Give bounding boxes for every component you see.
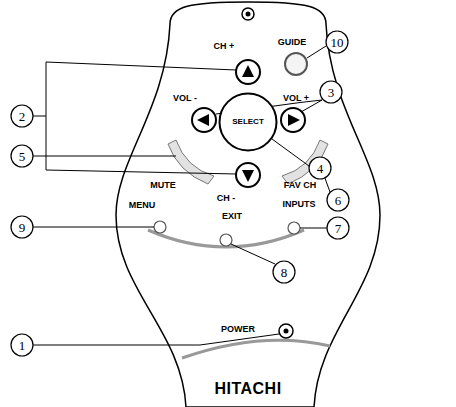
ir-window bbox=[242, 8, 254, 20]
exit-button bbox=[220, 234, 232, 246]
button-label: GUIDE bbox=[278, 38, 307, 47]
power-dot bbox=[284, 329, 289, 334]
guide-button bbox=[285, 53, 307, 75]
swoosh bbox=[148, 230, 304, 247]
button-label: SELECT bbox=[232, 118, 264, 126]
button-label: INPUTS bbox=[282, 200, 315, 209]
button-label: EXIT bbox=[222, 212, 242, 221]
ch-down-button bbox=[236, 163, 260, 187]
leader-line bbox=[33, 116, 46, 117]
button-label: MENU bbox=[129, 201, 156, 210]
button-label: VOL + bbox=[283, 94, 309, 103]
button-label: VOL - bbox=[173, 94, 197, 103]
callout-number: 2 bbox=[19, 110, 26, 123]
callout-number: 8 bbox=[281, 266, 288, 279]
button-label: FAV CH bbox=[284, 181, 316, 190]
swoosh bbox=[182, 340, 330, 358]
inputs-button bbox=[288, 222, 300, 234]
callout-number: 5 bbox=[19, 150, 26, 163]
power-button bbox=[279, 324, 293, 338]
callout-number: 10 bbox=[331, 36, 344, 49]
menu-button bbox=[154, 221, 166, 233]
button-label: MUTE bbox=[150, 181, 176, 190]
callout-number: 7 bbox=[335, 222, 342, 235]
callout-number: 1 bbox=[19, 339, 26, 352]
vol-down-button bbox=[192, 108, 216, 132]
callout-number: 4 bbox=[317, 162, 324, 175]
select-button: SELECT bbox=[218, 92, 278, 152]
bracket bbox=[46, 62, 237, 174]
callout-number: 3 bbox=[328, 86, 335, 99]
button-label: CH + bbox=[214, 42, 235, 51]
button-label: POWER bbox=[221, 325, 255, 334]
callout-number: 6 bbox=[335, 194, 342, 207]
brand-logo: HITACHI bbox=[214, 381, 281, 397]
callout-circles bbox=[11, 31, 349, 356]
mute-button bbox=[168, 140, 214, 184]
button-label: CH - bbox=[217, 194, 236, 203]
remote-body bbox=[116, 2, 380, 407]
ir-dot bbox=[246, 12, 251, 17]
callout-number: 9 bbox=[19, 221, 26, 234]
leader-lines bbox=[33, 46, 330, 345]
ch-up-button bbox=[236, 60, 260, 84]
